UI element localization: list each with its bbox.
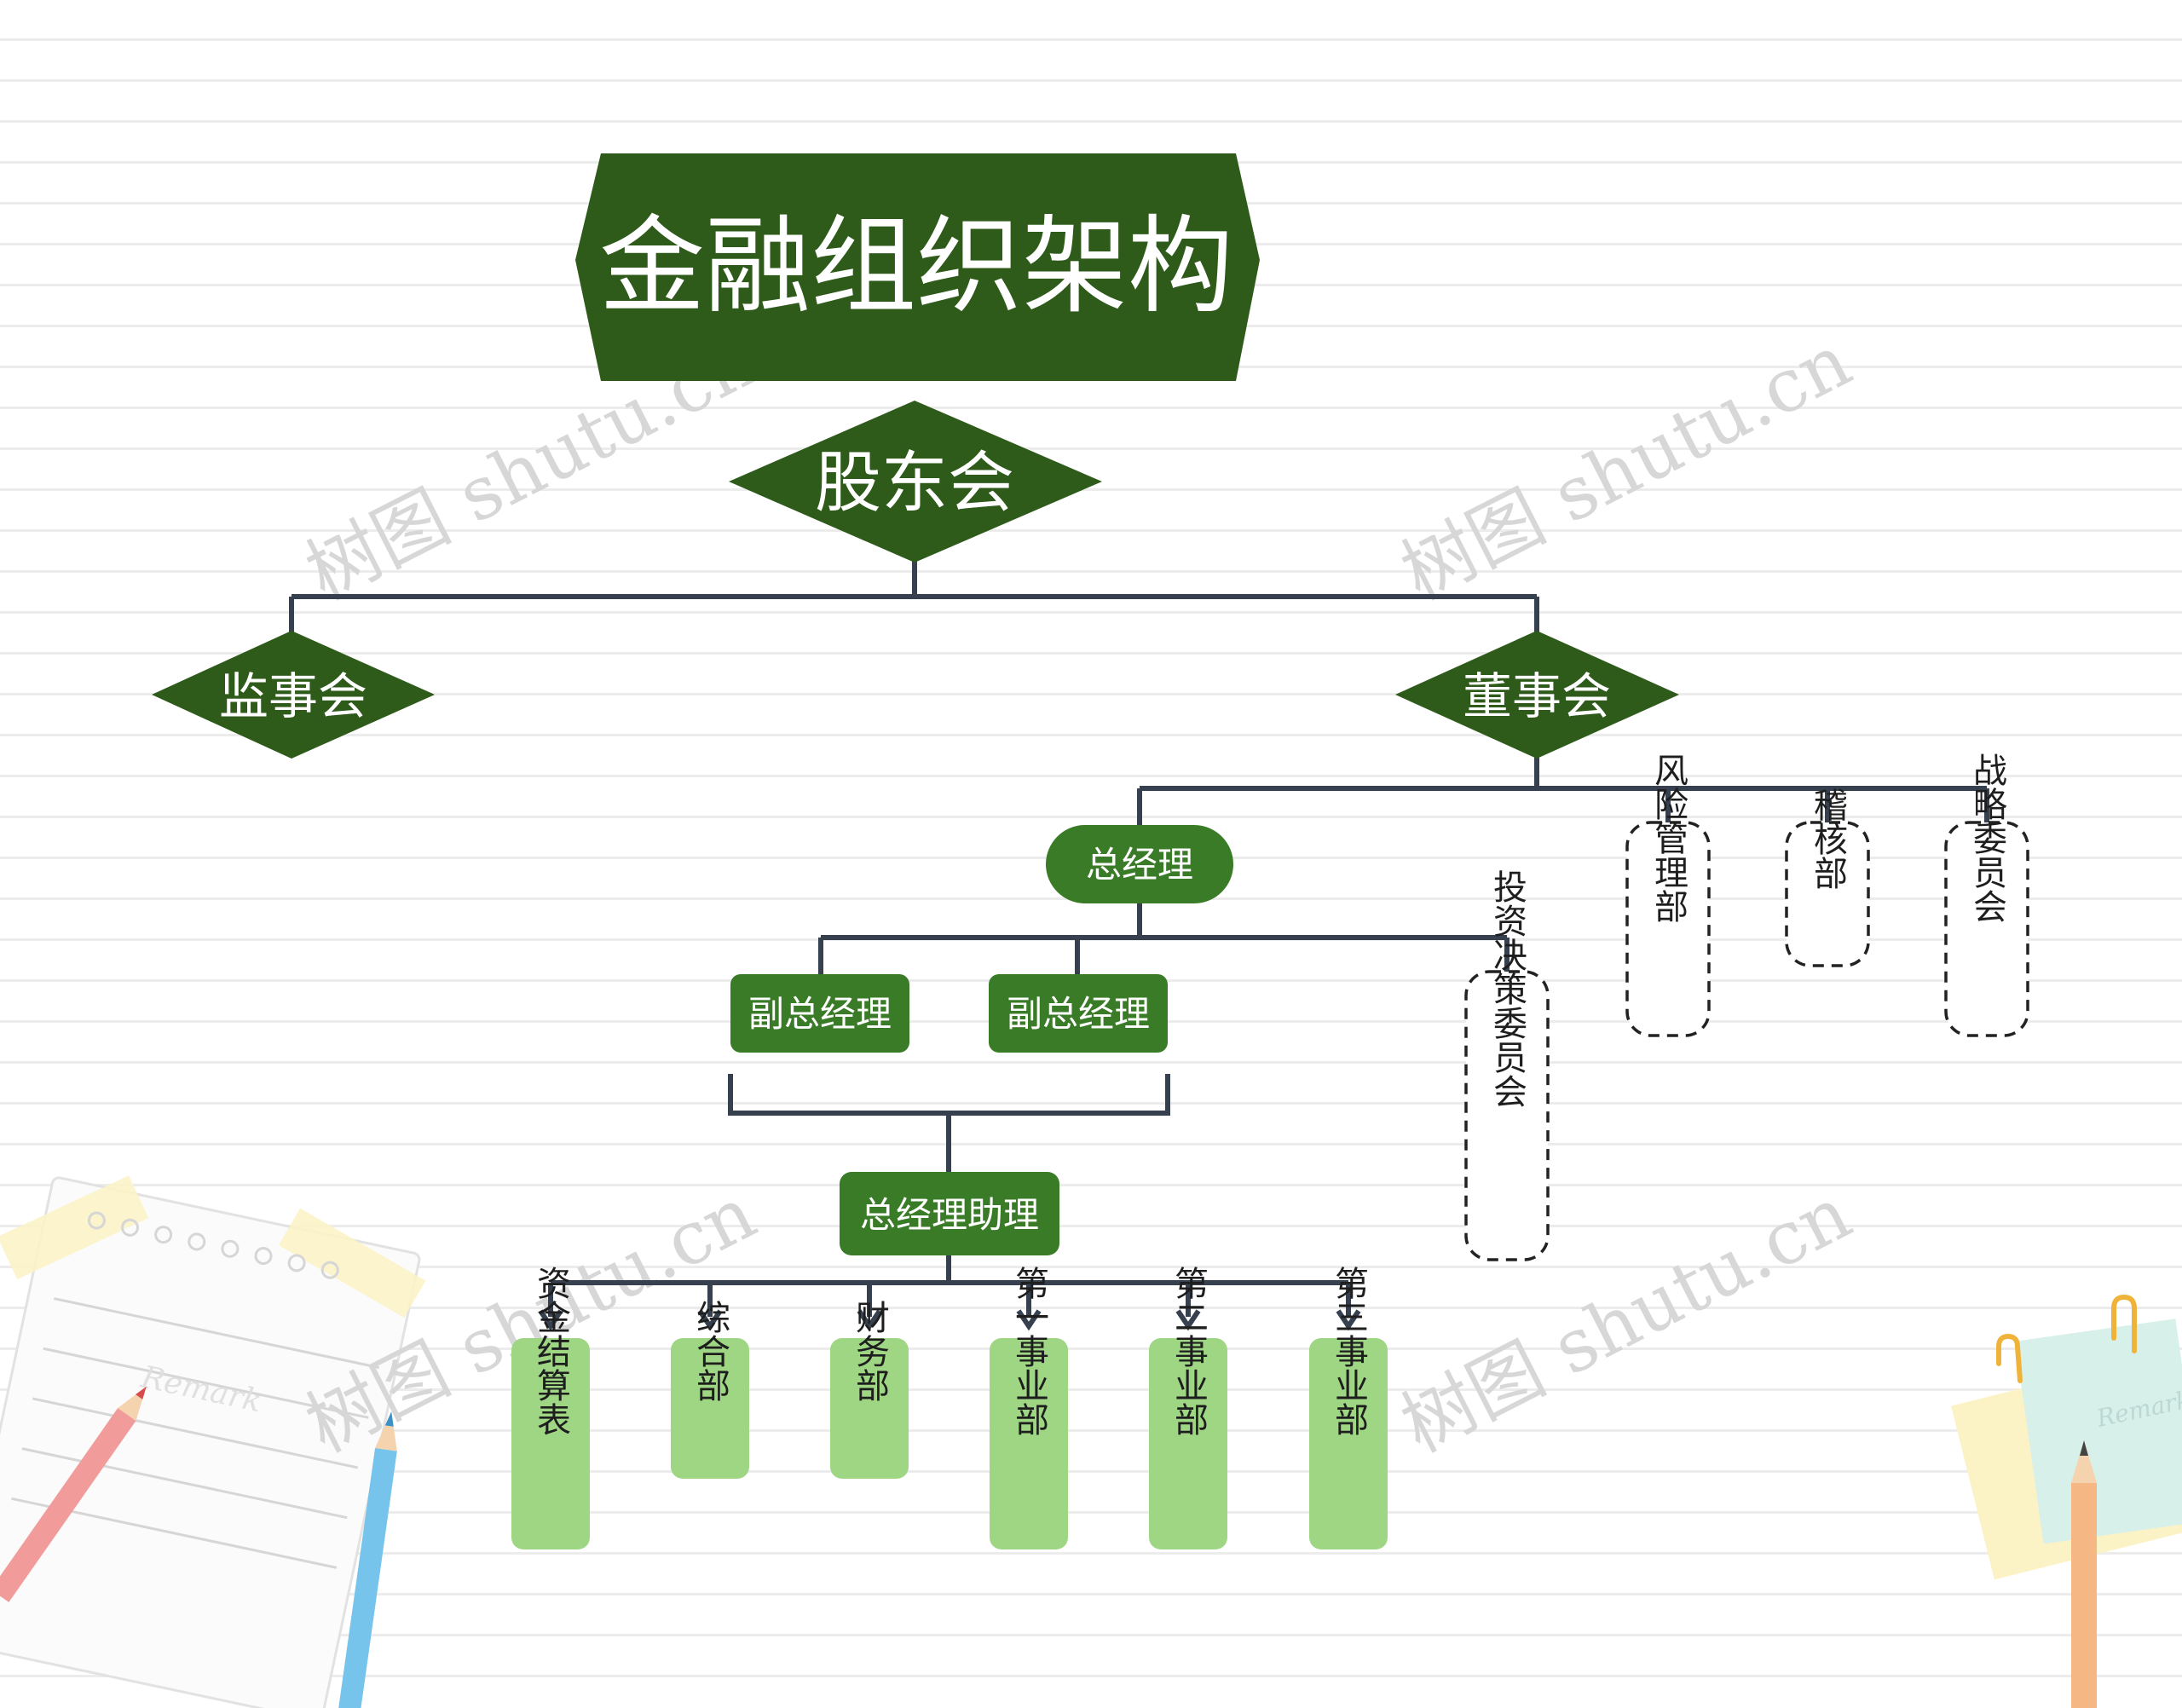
watermark-text: 树图 shutu.cn: [1388, 1171, 1864, 1469]
node-shareholders: 股东会: [729, 401, 1102, 563]
node-deputy-gm-1-label: 副总经理: [748, 993, 892, 1035]
node-assistant-gm: 总经理助理: [840, 1172, 1059, 1255]
title-banner: 金融组织架构: [575, 153, 1260, 381]
node-general-affairs-label: 综合部: [690, 1300, 730, 1402]
node-division-1-label: 第一事业部: [1009, 1266, 1048, 1436]
node-deputy-gm-2: 副总经理: [989, 974, 1168, 1053]
node-finance: 财务部: [830, 1300, 909, 1479]
node-risk-management: 风险管理部: [1625, 753, 1711, 1037]
node-deputy-gm-2-label: 副总经理: [1007, 993, 1150, 1035]
node-audit: 稽核部: [1785, 788, 1870, 967]
node-strategy-committee: 战略委员会: [1944, 753, 2029, 1037]
node-risk-management-label: 风险管理部: [1648, 753, 1688, 923]
node-supervisors-label: 监事会: [219, 667, 367, 725]
watermark-text: 树图 shutu.cn: [1388, 319, 1864, 617]
pencil-pink-icon: [0, 1386, 147, 1602]
node-general-manager: 总经理: [1046, 825, 1233, 903]
node-investment-committee-label: 投资决策委员会: [1487, 869, 1527, 1108]
node-division-2: 第二事业部: [1149, 1266, 1227, 1549]
node-fund-settlement-label: 资金结算表: [531, 1266, 570, 1436]
node-division-1: 第一事业部: [990, 1266, 1068, 1549]
node-strategy-committee-label: 战略委员会: [1967, 753, 2006, 923]
arrowheads: [538, 1309, 1361, 1331]
node-division-3-label: 第三事业部: [1329, 1266, 1368, 1436]
node-fund-settlement: 资金结算表: [511, 1266, 590, 1549]
node-board: 董事会: [1395, 631, 1679, 759]
pencil-blue-icon: [337, 1411, 397, 1708]
node-division-2-label: 第二事业部: [1169, 1266, 1208, 1436]
paperclip-icon: [1996, 1294, 2137, 1383]
pencil-orange-icon: [2071, 1440, 2097, 1708]
node-division-3: 第三事业部: [1309, 1266, 1388, 1549]
node-assistant-gm-label: 总经理助理: [860, 1194, 1039, 1236]
node-general-manager-label: 总经理: [1086, 844, 1193, 886]
node-audit-label: 稽核部: [1808, 788, 1847, 890]
node-shareholders-label: 股东会: [815, 445, 1014, 522]
chart-title: 金融组织架构: [599, 205, 1233, 328]
node-deputy-gm-1: 副总经理: [730, 974, 909, 1053]
notepad-decoration: Remark: [0, 1175, 426, 1708]
connector-lines: [289, 558, 1989, 1317]
node-board-label: 董事会: [1463, 667, 1611, 725]
node-investment-committee: 投资决策委员会: [1464, 869, 1550, 1261]
sticky-note-decoration: Remark: [1951, 1319, 2182, 1580]
node-supervisors: 监事会: [152, 631, 435, 759]
node-general-affairs: 综合部: [671, 1300, 749, 1479]
node-finance-label: 财务部: [850, 1300, 889, 1402]
